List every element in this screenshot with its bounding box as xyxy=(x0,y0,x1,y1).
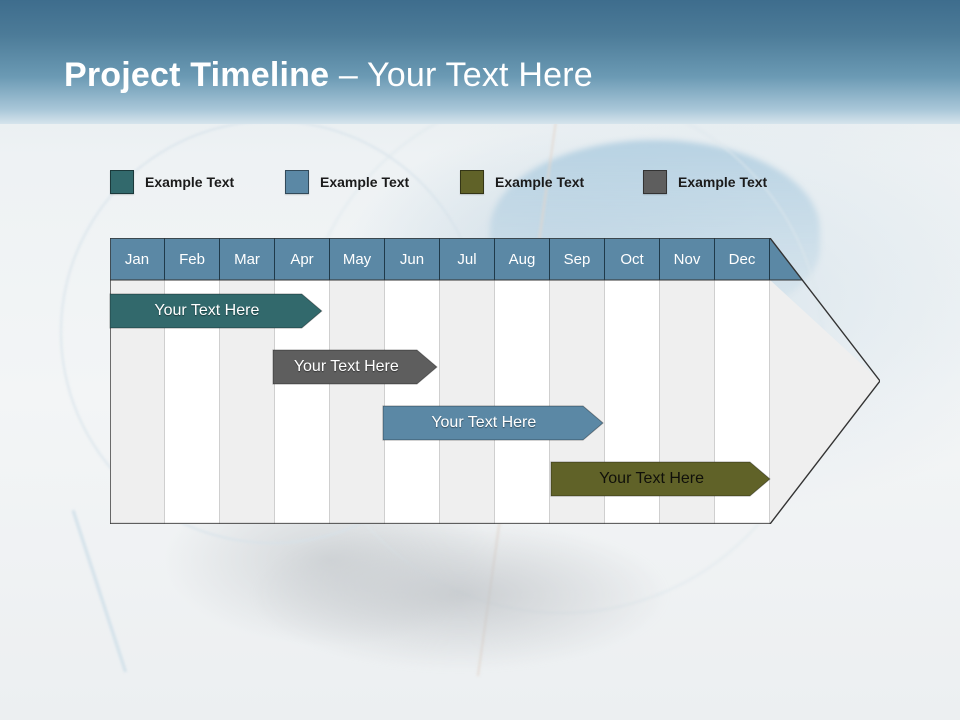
month-column[interactable]: Mar xyxy=(220,238,275,524)
task-bar-shape xyxy=(109,293,323,329)
task-bar[interactable]: Your Text Here xyxy=(550,461,771,497)
legend-item: Example Text xyxy=(643,170,767,194)
month-header-cell[interactable]: Feb xyxy=(165,238,220,280)
background-shadow xyxy=(250,520,670,670)
month-body-cell xyxy=(495,280,550,524)
legend-label: Example Text xyxy=(678,174,768,190)
legend-item: Example Text xyxy=(285,170,409,194)
legend: Example Text Example Text Example Text Exam… xyxy=(110,170,830,194)
legend-swatch-icon xyxy=(460,170,484,194)
legend-swatch-icon xyxy=(285,170,309,194)
task-bar-label: Your Text Here xyxy=(293,358,399,375)
month-column[interactable]: Aug xyxy=(495,238,550,524)
page-title-light: – Your Text Here xyxy=(329,56,593,94)
month-header-cell[interactable]: Jul xyxy=(440,238,495,280)
page-title: Project Timeline – Your Text Here xyxy=(64,58,593,92)
month-body-cell xyxy=(385,280,440,524)
month-header-cell[interactable]: Nov xyxy=(660,238,715,280)
month-header-cell[interactable]: Dec xyxy=(715,238,770,280)
month-column[interactable]: Jul xyxy=(440,238,495,524)
task-bar-label: Your Text Here xyxy=(599,470,705,487)
task-bar[interactable]: Your Text Here xyxy=(382,405,604,441)
legend-item: Example Text xyxy=(110,170,234,194)
header-band xyxy=(0,0,960,124)
month-header-cell[interactable]: Jan xyxy=(110,238,165,280)
month-column[interactable]: Jan xyxy=(110,238,165,524)
month-header-cell[interactable]: Aug xyxy=(495,238,550,280)
month-body-cell xyxy=(330,280,385,524)
month-body-cell xyxy=(440,280,495,524)
legend-item: Example Text xyxy=(460,170,584,194)
task-bar[interactable]: Your Text Here xyxy=(109,293,323,329)
task-bar[interactable]: Your Text Here xyxy=(272,349,439,385)
legend-swatch-icon xyxy=(110,170,134,194)
month-header-cell[interactable]: Apr xyxy=(275,238,330,280)
legend-label: Example Text xyxy=(320,174,410,190)
task-bar-label: Your Text Here xyxy=(154,302,260,319)
month-header-cell[interactable]: May xyxy=(330,238,385,280)
month-header-cell[interactable]: Jun xyxy=(385,238,440,280)
task-bar-shape xyxy=(272,349,439,385)
task-bar-label: Your Text Here xyxy=(431,414,537,431)
task-bar-shape xyxy=(382,405,604,441)
background-streak-4 xyxy=(0,509,127,701)
month-header-cell[interactable]: Oct xyxy=(605,238,660,280)
month-column[interactable]: Feb xyxy=(165,238,220,524)
month-header-cell[interactable]: Mar xyxy=(220,238,275,280)
page-title-strong: Project Timeline xyxy=(64,56,330,94)
legend-label: Example Text xyxy=(495,174,585,190)
task-bar-shape xyxy=(550,461,771,497)
legend-swatch-icon xyxy=(643,170,667,194)
legend-label: Example Text xyxy=(145,174,235,190)
month-header-cell[interactable]: Sep xyxy=(550,238,605,280)
